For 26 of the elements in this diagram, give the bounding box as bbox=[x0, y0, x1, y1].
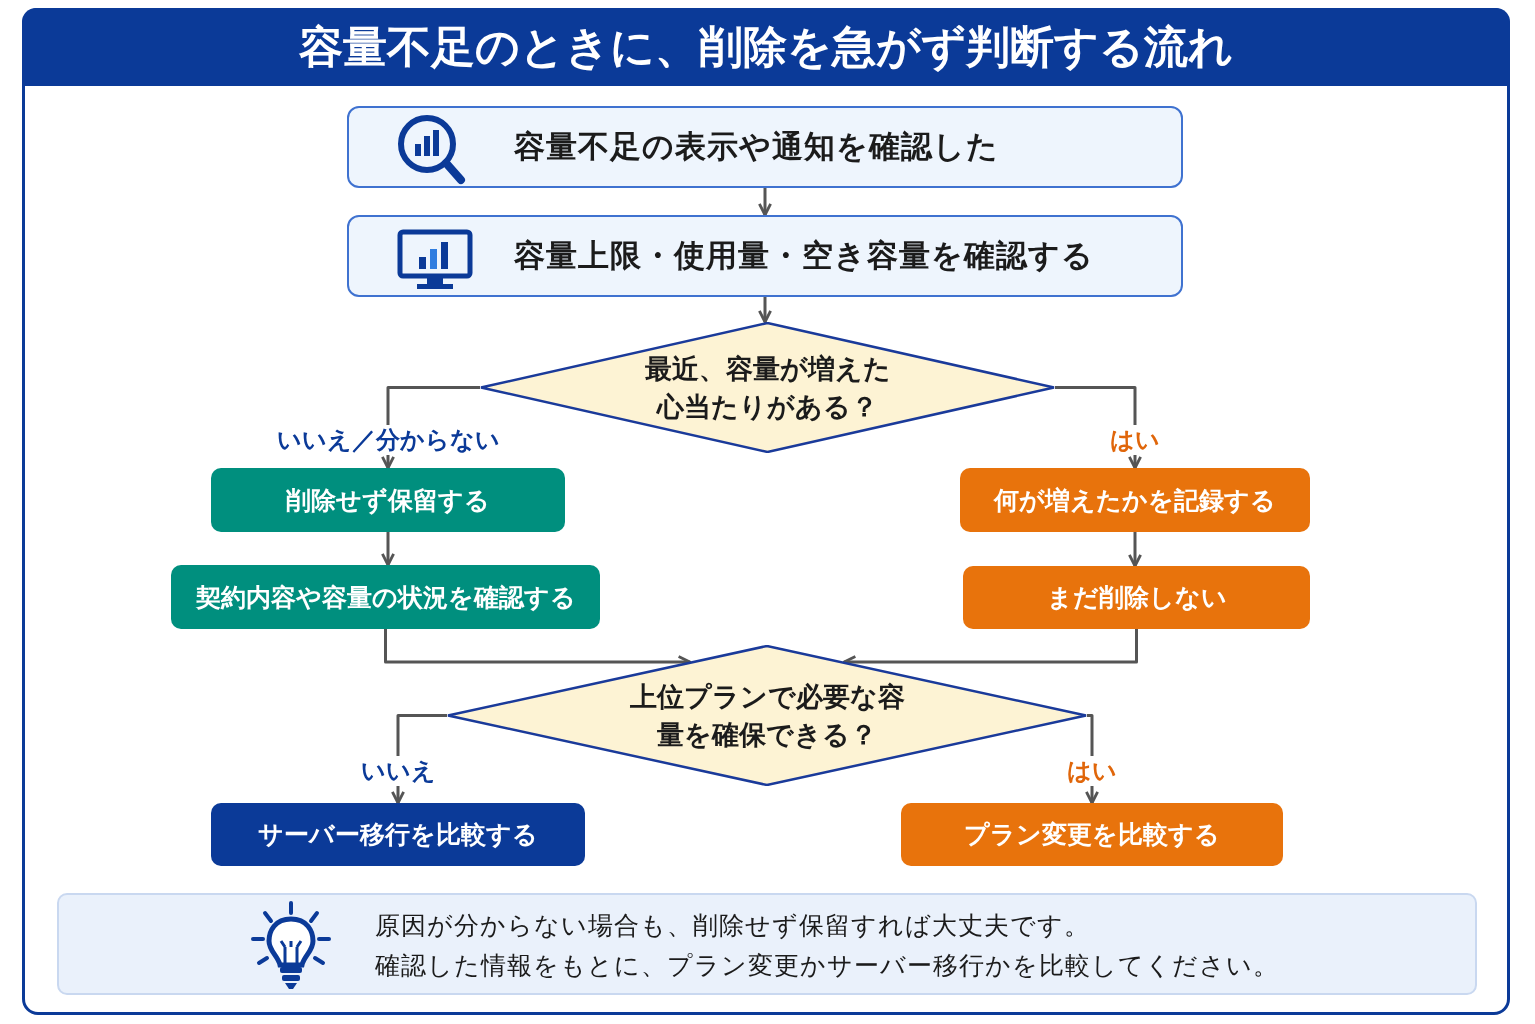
box-text: プラン変更を比較する bbox=[964, 819, 1220, 851]
note-text: 確認した情報をもとに、プラン変更かサーバー移行かを比較してください。 bbox=[375, 950, 1279, 982]
arrow bbox=[1128, 532, 1142, 568]
arrow bbox=[758, 188, 772, 217]
process-box bbox=[901, 803, 1283, 866]
process-box bbox=[347, 215, 1183, 297]
diamond-text: 最近、容量が増えた心当たりがある？ bbox=[643, 351, 892, 424]
box-text: まだ削除しない bbox=[1046, 582, 1227, 614]
title-text: 容量不足のときに、削除を急がず判断する流れ bbox=[299, 19, 1233, 74]
box-text: 何が増えたかを記録する bbox=[994, 484, 1276, 517]
box-text: サーバー移行を比較する bbox=[258, 819, 538, 851]
process-box bbox=[963, 566, 1310, 629]
process-box bbox=[347, 106, 1183, 188]
arrow bbox=[758, 297, 772, 324]
diamond-text: 上位プランで必要な容量を確保できる？ bbox=[628, 679, 906, 752]
process-box bbox=[171, 565, 600, 629]
box-text: 契約内容や容量の状況を確認する bbox=[195, 581, 576, 614]
box-text: 容量不足の表示や通知を確認した bbox=[514, 127, 999, 166]
process-box bbox=[211, 468, 565, 532]
box-text: 削除せず保留する bbox=[286, 484, 490, 517]
note-text: 原因が分からない場合も、削除せず保留すれば大丈夫です。 bbox=[375, 910, 1090, 942]
note-box bbox=[57, 893, 1477, 995]
arrow bbox=[381, 532, 395, 567]
process-box bbox=[211, 803, 585, 866]
box-text: 容量上限・使用量・空き容量を確認する bbox=[514, 236, 1094, 275]
process-box bbox=[960, 468, 1310, 532]
